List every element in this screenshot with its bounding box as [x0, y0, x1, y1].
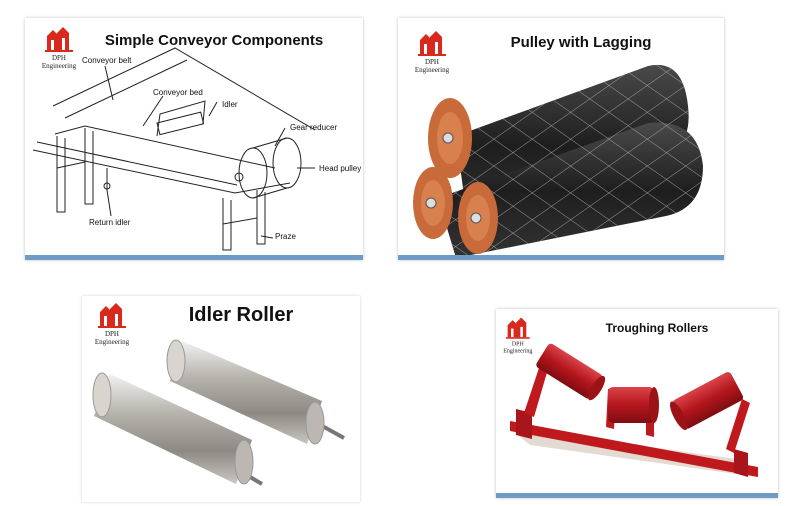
idler-rollers-image — [92, 339, 345, 486]
label-head-pulley: Head pulley — [319, 164, 362, 173]
dph-logo: DPH Engineering — [404, 28, 460, 80]
label-conveyor-bed: Conveyor bed — [153, 88, 203, 97]
troughing-rollers-image — [508, 343, 758, 477]
logo-line1: DPH — [511, 340, 524, 348]
conveyor-line-drawing — [32, 47, 316, 251]
dph-logo: DPH Engineering — [496, 315, 542, 359]
logo-line1: DPH — [104, 330, 119, 338]
card-title: Simple Conveyor Components — [104, 32, 324, 49]
label-praze: Praze — [275, 232, 296, 241]
dph-logo: DPH Engineering — [84, 300, 140, 352]
dph-logo-icon — [45, 27, 73, 52]
card-accent-bar — [398, 255, 724, 260]
label-idler: Idler — [222, 100, 238, 109]
card-accent-bar — [496, 493, 778, 498]
label-gear-reducer: Gear reducer — [290, 123, 338, 132]
lagged-pulleys-image — [413, 64, 703, 258]
card-conveyor-components: DPH Engineering Simple Conveyor Componen… — [25, 18, 363, 260]
label-conveyor-belt: Conveyor belt — [82, 56, 132, 65]
logo-line2: Engineering — [503, 347, 533, 355]
card-title: Troughing Rollers — [605, 321, 709, 335]
card-accent-bar — [25, 255, 363, 260]
card-pulley-lagging: DPH Engineering Pulley with Lagging — [398, 18, 724, 260]
card-title: Idler Roller — [188, 304, 294, 326]
logo-line2: Engineering — [94, 338, 130, 346]
logo-line1: DPH — [424, 58, 439, 66]
dph-logo: DPH Engineering — [31, 24, 87, 76]
logo-line2: Engineering — [41, 62, 77, 70]
logo-line1: DPH — [51, 54, 66, 62]
dph-logo-icon — [418, 31, 446, 56]
logo-line2: Engineering — [414, 66, 450, 74]
dph-logo-icon — [505, 317, 530, 339]
card-troughing-rollers: DPH Engineering Troughing Rollers — [496, 309, 778, 498]
card-idler-roller: DPH Engineering Idler Roller — [82, 296, 360, 502]
card-title: Pulley with Lagging — [510, 34, 652, 51]
dph-logo-icon — [98, 303, 126, 328]
label-return-idler: Return idler — [89, 218, 131, 227]
